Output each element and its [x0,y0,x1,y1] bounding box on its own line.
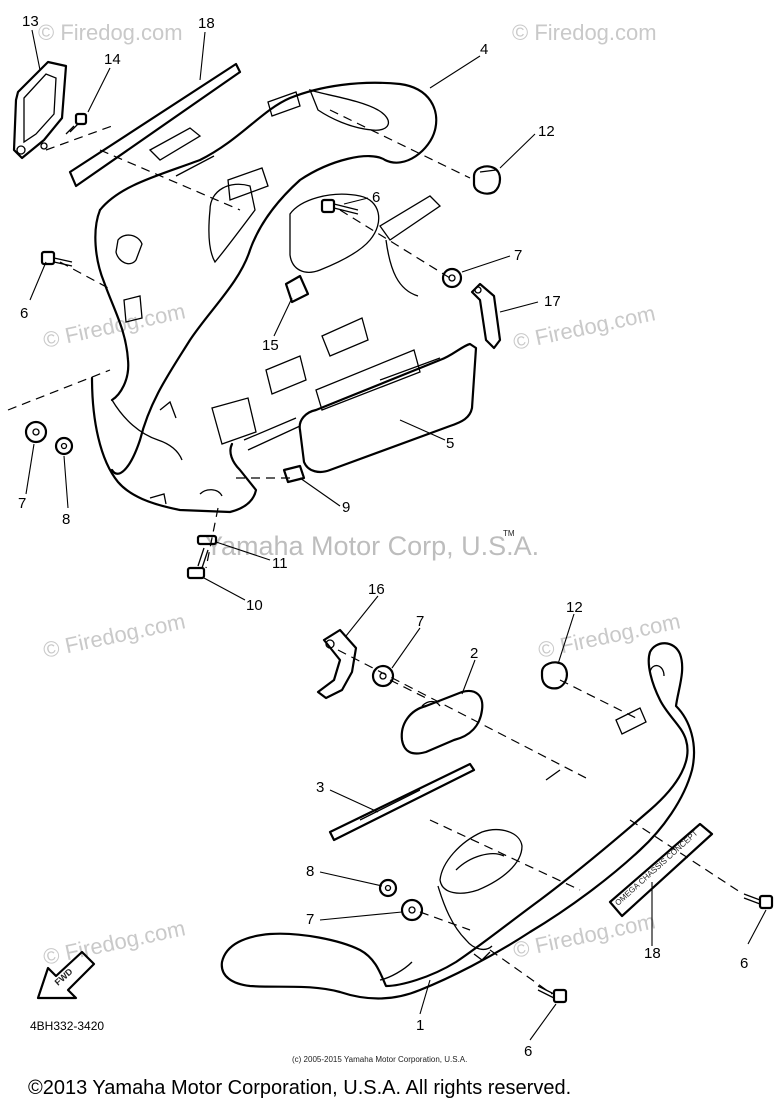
watermark: © Firedog.com [512,20,657,45]
part-12-grommet [472,165,502,195]
callout-17: 17 [544,293,561,310]
part-3-strip [328,762,476,842]
part-4-inner-panel [94,81,442,475]
callout-6: 6 [20,305,28,322]
part-8-nut [54,436,74,456]
callout-12: 12 [538,123,555,140]
tm-mark: TM [503,529,515,538]
part-6-bolt [320,198,359,215]
part-10-screw [186,547,209,580]
lower-centerlines [337,649,741,995]
part-13-bracket [12,60,68,160]
callout-6: 6 [372,189,380,206]
watermark: © Firedog.com [511,300,658,355]
decal-text: OMEGA CHASSIS CONCEPT [613,828,699,907]
callout-16: 16 [368,581,385,598]
callout-5: 5 [446,435,454,452]
part-2-plate [400,689,484,755]
part-9-fastener [282,464,306,484]
upper-fairing-lower [90,317,369,514]
upper-assembly [7,60,502,580]
part-6-bolt-right [743,893,774,910]
part-6-bolt-lower [537,985,568,1004]
callout-11: 11 [272,555,288,572]
callout-10: 10 [246,597,263,614]
brand-watermark: Yamaha Motor Corp, U.S.A. [205,531,539,561]
callout-13: 13 [22,13,39,30]
part-6-bolt-left [40,250,73,267]
callout-labels: 13 18 14 4 12 6 6 7 17 15 5 7 8 9 11 10 … [18,13,748,1060]
callout-18: 18 [644,945,661,962]
callout-7: 7 [18,495,26,512]
callout-8: 8 [62,511,70,528]
callout-6: 6 [740,955,748,972]
callout-4: 4 [480,41,488,58]
callout-9: 9 [342,499,350,516]
callout-14: 14 [104,51,121,68]
lower-assembly: OMEGA CHASSIS CONCEPT [220,628,774,1004]
diagram-code: 4BH332-3420 [30,1019,104,1033]
fwd-label: FWD [53,966,75,987]
part-8-nut-lower [378,878,398,898]
part-11-washer [196,534,218,546]
watermark: © Firedog.com [38,20,183,45]
part-14-screw [65,112,88,135]
part-12-grommet-lower [540,661,568,690]
part-15-clip [284,274,310,304]
callout-7: 7 [416,613,424,630]
part-17-bracket [470,282,502,350]
part-5-plate [243,342,478,473]
callout-8: 8 [306,863,314,880]
upper-centerlines [7,109,471,569]
part-18-decal: OMEGA CHASSIS CONCEPT [608,822,714,918]
part-18-decal-strip [68,62,242,188]
callout-18: 18 [198,15,215,32]
watermark: © Firedog.com [41,608,188,663]
part-7-nut-lower-2 [400,898,424,922]
callout-15: 15 [262,337,279,354]
callout-7: 7 [306,911,314,928]
callout-12: 12 [566,599,583,616]
watermark: © Firedog.com [511,908,658,963]
part-16-bracket [316,628,358,700]
callout-7: 7 [514,247,522,264]
watermark: © Firedog.com [41,915,188,970]
part-7-nut-left [24,420,48,444]
part-7-nut-lower [371,664,395,688]
watermark: © Firedog.com [536,608,683,663]
leader-lines [25,29,767,1041]
callout-1: 1 [416,1017,424,1034]
part-1-lower-cowl [220,642,696,1000]
part-7-nut [441,267,463,289]
footer-copyright: ©2013 Yamaha Motor Corporation, U.S.A. A… [28,1077,571,1099]
callout-3: 3 [316,779,324,796]
callout-2: 2 [470,645,478,662]
small-copyright: (c) 2005-2015 Yamaha Motor Corporation, … [292,1055,467,1064]
callout-6: 6 [524,1043,532,1060]
